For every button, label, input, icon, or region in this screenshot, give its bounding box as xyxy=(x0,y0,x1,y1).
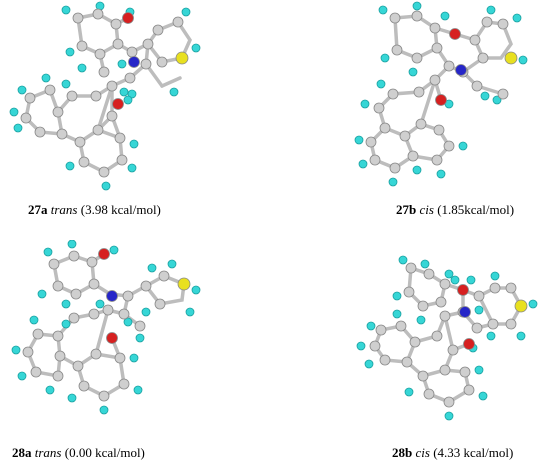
caption-28a: 28a trans (0.00 kcal/mol) xyxy=(12,445,145,461)
caption-28b-energy: (4.33 kcal/mol) xyxy=(433,445,514,460)
molecule-panel-28a xyxy=(0,240,275,435)
molecule-28b xyxy=(356,255,538,421)
caption-27b-energy: (1.85kcal/mol) xyxy=(437,202,515,217)
molecule-28b-render xyxy=(356,255,538,421)
caption-27b-isomer: cis xyxy=(419,202,434,217)
caption-27b-id: 27b xyxy=(396,202,417,217)
caption-27a-energy: (3.98 kcal/mol) xyxy=(80,202,161,217)
caption-28a-id: 28a xyxy=(12,445,32,460)
molecule-27b-render xyxy=(354,1,528,187)
caption-27b: 27b cis (1.85kcal/mol) xyxy=(396,202,514,218)
caption-28b-isomer: cis xyxy=(415,445,430,460)
molecule-panel-27b xyxy=(345,0,550,195)
caption-27a-id: 27a xyxy=(28,202,48,217)
molecule-27a xyxy=(9,1,201,191)
caption-28a-energy: (0.00 kcal/mol) xyxy=(64,445,145,460)
caption-27a-isomer: trans xyxy=(50,202,78,217)
caption-27a: 27a trans (3.98 kcal/mol) xyxy=(28,202,161,218)
caption-28b-id: 28b xyxy=(392,445,413,460)
molecule-28a-render xyxy=(11,240,201,415)
molecule-28a xyxy=(11,240,201,415)
molecule-panel-28b xyxy=(345,240,550,435)
molecule-27a-render xyxy=(9,1,201,191)
molecule-27b xyxy=(354,1,528,187)
caption-28b: 28b cis (4.33 kcal/mol) xyxy=(392,445,513,461)
caption-28a-isomer: trans xyxy=(34,445,62,460)
molecule-panel-27a xyxy=(0,0,275,195)
